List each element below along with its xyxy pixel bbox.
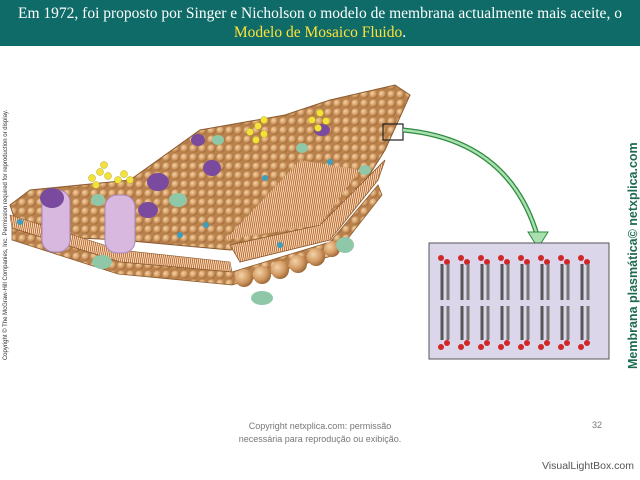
footer-line-1: Copyright netxplica.com: permissão bbox=[248, 421, 392, 431]
footer-line-2: necessária para reprodução ou exibição. bbox=[238, 434, 402, 444]
lipid-bilayer bbox=[9, 84, 411, 287]
zoom-indicator bbox=[382, 123, 549, 249]
header-suffix: . bbox=[402, 24, 407, 41]
page-number: 32 bbox=[592, 420, 603, 430]
footer-copyright: Copyright netxplica.com: permissão neces… bbox=[190, 420, 450, 446]
carbohydrate-chains bbox=[88, 109, 330, 189]
bilayer-molecular-inset bbox=[428, 242, 610, 360]
watermark[interactable]: VisualLightBox.com bbox=[541, 460, 634, 472]
header-highlight: Modelo de Mosaico Fluido bbox=[233, 24, 403, 41]
header-line-1: Em 1972, foi proposto por Singer e Nicho… bbox=[18, 5, 622, 22]
membrane-proteins bbox=[17, 124, 371, 305]
slide-header: Em 1972, foi proposto por Singer e Nicho… bbox=[0, 0, 640, 46]
